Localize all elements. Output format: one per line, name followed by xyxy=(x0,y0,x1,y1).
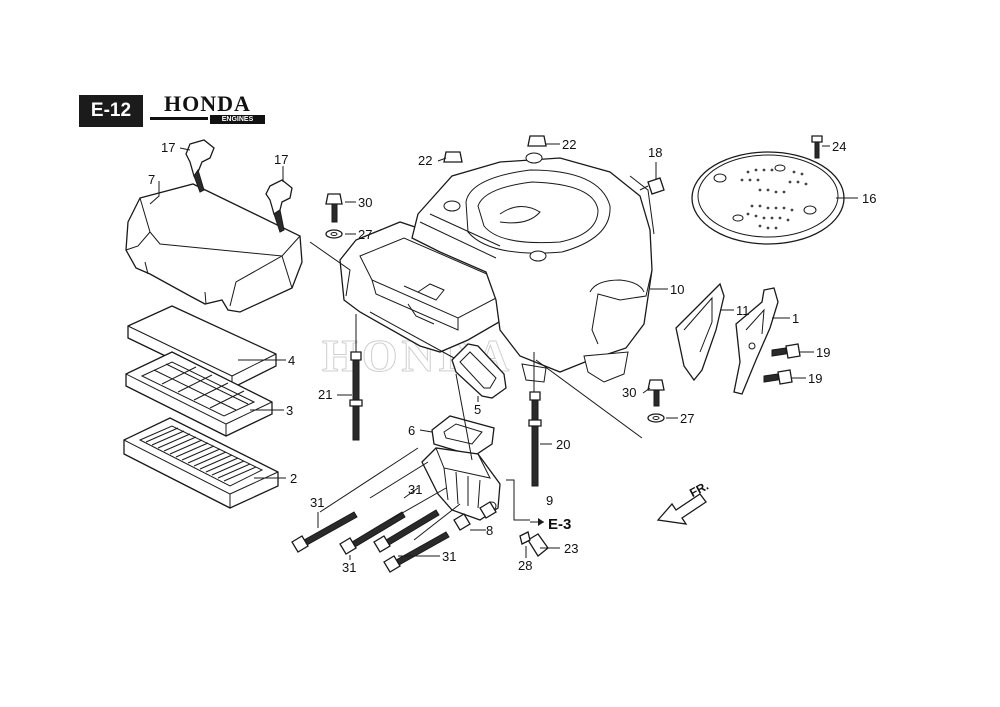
bolt-30a xyxy=(325,193,343,223)
callout-24: 24 xyxy=(832,139,846,154)
screw-24 xyxy=(811,135,823,159)
callout-22: 22 xyxy=(418,153,432,168)
callout-10: 10 xyxy=(670,282,684,297)
callout-11: 11 xyxy=(736,303,750,318)
brand-rule xyxy=(150,117,208,120)
bolt-31b xyxy=(339,511,406,555)
callout-5: 5 xyxy=(474,402,481,417)
callout-20: 20 xyxy=(556,437,570,452)
brand-sub: ENGINES xyxy=(210,115,265,124)
recoil-screen xyxy=(691,151,845,245)
callout-18: 18 xyxy=(648,145,662,160)
bolt-31c xyxy=(373,509,440,553)
bolt-31a xyxy=(291,511,358,553)
gasket-5 xyxy=(451,343,507,399)
callout-4: 4 xyxy=(288,353,295,368)
wing-knob-b xyxy=(265,179,293,233)
cross-reference: E-3 xyxy=(530,516,571,533)
washer-27b xyxy=(647,413,665,423)
callout-23: 23 xyxy=(564,541,578,556)
side-bracket xyxy=(733,287,779,395)
callout-6: 6 xyxy=(408,423,415,438)
callout-2: 2 xyxy=(290,471,297,486)
callout-31: 31 xyxy=(342,560,356,575)
stud-bolt-20 xyxy=(528,391,542,487)
callout-9: 9 xyxy=(546,493,553,508)
callout-27: 27 xyxy=(358,227,372,242)
washer-27a xyxy=(325,229,343,239)
callout-19: 19 xyxy=(816,345,830,360)
bolt-19a xyxy=(771,343,801,359)
callout-8: 8 xyxy=(486,523,493,538)
callout-17: 17 xyxy=(274,152,288,167)
front-direction-arrow: FR. xyxy=(656,479,711,525)
callout-31: 31 xyxy=(310,495,324,510)
front-direction-label: FR. xyxy=(687,479,711,500)
callout-16: 16 xyxy=(862,191,876,206)
callout-22: 22 xyxy=(562,137,576,152)
callout-3: 3 xyxy=(286,403,293,418)
stud-bolt-21 xyxy=(349,351,363,441)
callout-21: 21 xyxy=(318,387,332,402)
callout-1: 1 xyxy=(792,311,799,326)
leader-lines xyxy=(149,143,858,560)
air-cleaner-cover xyxy=(125,183,303,313)
section-code-badge: E-12 xyxy=(79,95,143,127)
cap-23 xyxy=(527,533,549,557)
bolt-30b xyxy=(647,379,665,407)
intake-elbow xyxy=(421,447,501,521)
honda-logo: HONDA ENGINES xyxy=(150,91,265,124)
callout-30: 30 xyxy=(622,385,636,400)
callout-19: 19 xyxy=(808,371,822,386)
collar-8a xyxy=(453,513,471,531)
callout-7: 7 xyxy=(148,172,155,187)
wing-knob-a xyxy=(185,139,215,193)
callout-31: 31 xyxy=(442,549,456,564)
air-guide-plate xyxy=(675,282,725,382)
bolt-19b xyxy=(763,369,793,385)
nut-22b xyxy=(527,135,547,147)
filter-frame xyxy=(125,351,273,437)
air-filter-element xyxy=(123,417,279,509)
nut-22a xyxy=(443,151,463,163)
gasket-6 xyxy=(431,415,495,457)
clip-28 xyxy=(519,531,531,545)
collar-8b xyxy=(479,501,497,519)
callout-27: 27 xyxy=(680,411,694,426)
callout-31: 31 xyxy=(408,482,422,497)
callouts: 17 17 7 4 3 2 22 22 18 24 16 30 27 10 11… xyxy=(148,137,876,575)
fan-cover-shroud xyxy=(411,152,655,383)
cross-reference-label: E-3 xyxy=(548,516,571,533)
brand-name: HONDA xyxy=(164,91,251,116)
callout-30: 30 xyxy=(358,195,372,210)
callout-17: 17 xyxy=(161,140,175,155)
bolt-31d xyxy=(383,531,450,573)
callout-28: 28 xyxy=(518,558,532,573)
